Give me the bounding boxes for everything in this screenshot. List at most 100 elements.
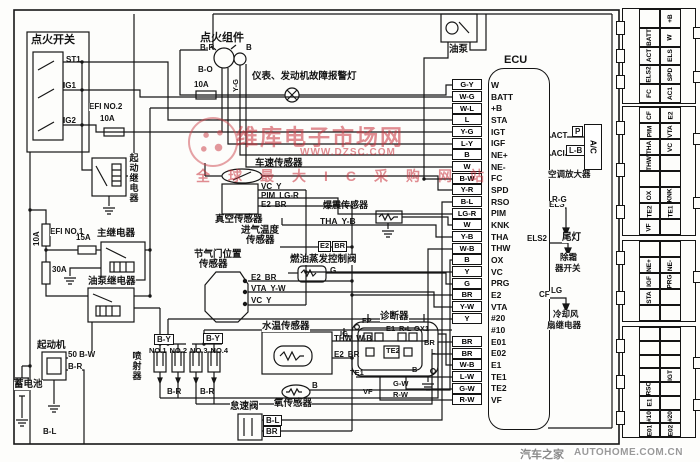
wire-br: BR	[332, 241, 348, 252]
ecu-pin-row: G PRG	[452, 277, 513, 289]
starter-wire-2: B-R	[68, 362, 83, 372]
connector-cell: E01	[639, 423, 660, 437]
ecu-pin-act: ACT	[551, 131, 568, 141]
wire-br: BR	[274, 200, 287, 209]
starter-relay-label: 起动继电器	[128, 153, 139, 203]
ecu-pin-name: RSO	[491, 196, 510, 207]
connector-cell: TE2	[639, 203, 660, 219]
wire-p: P	[572, 126, 584, 137]
ecu-pin-name: IGT	[491, 126, 506, 137]
ecu-pin-row: B-L RSO	[452, 196, 513, 208]
diag-rl: R-L	[399, 324, 412, 333]
connector-tab	[693, 357, 700, 369]
ecu-pin-name: OX	[491, 254, 504, 265]
diag-vf: VF	[363, 387, 373, 396]
connector-tooth	[616, 49, 625, 63]
diag-ig: IG	[340, 329, 348, 338]
fuel-pump-label: 油泵	[449, 44, 469, 55]
wire-color-label: Y-W	[452, 301, 482, 313]
connector-cell: ACT	[639, 46, 660, 66]
oxygen-sensor-label: 氧传感器	[274, 398, 313, 409]
connector-cell: STA	[639, 289, 660, 305]
injector-number: NO.2	[169, 346, 188, 355]
ecu-pin-row: L-Y IGF	[452, 137, 513, 149]
connector-cell: THA	[639, 139, 660, 155]
pin-e2: E2	[334, 350, 344, 359]
connector-cell	[639, 368, 660, 382]
ecu-pin-name: +B	[491, 103, 503, 114]
wire-color-label: W-L	[452, 102, 482, 114]
connector-tooth	[616, 21, 625, 35]
ecu-pin-row: BR E01	[452, 336, 513, 348]
pump-relay-label: 油泵继电器	[88, 276, 136, 287]
ecu-pin-row: W KNK	[452, 219, 513, 231]
tail-lamp-label: 尾灯	[562, 232, 582, 243]
terminal-st1: ST1	[66, 55, 81, 64]
ecu-pin-name: E1	[491, 359, 502, 370]
wire-br: BR	[347, 350, 360, 359]
connector-pin-label: #20	[666, 410, 674, 422]
diag-ox1: OX1	[414, 324, 430, 333]
ecu-pin-row: Y-B THA	[452, 231, 513, 243]
connector-tooth	[616, 375, 625, 389]
connector-cell: IGF	[639, 273, 660, 289]
defroster-label-2: 器开关	[555, 263, 581, 273]
wire-br: BR	[264, 273, 277, 282]
connector-cell	[660, 155, 681, 171]
wire-lgr: LG-R	[279, 191, 299, 200]
connector-cell	[639, 354, 660, 369]
connector-cell: THW	[639, 155, 660, 171]
connector-pin-label: +B	[667, 14, 674, 23]
speed-sensor-label: 车速传感器	[255, 158, 303, 169]
ecu-pin-row: L-W TE1	[452, 371, 513, 383]
vacuum-sensor-label: 真空传感器	[215, 214, 263, 225]
ecu-pin-name: KNK	[491, 219, 510, 230]
ecu-box	[488, 68, 550, 430]
wire-color-label: Y	[452, 266, 482, 278]
connector-cell: KNK	[660, 187, 681, 203]
ecu-pin-name: VF	[491, 394, 502, 405]
ecu-pin-row: Y-G IGT	[452, 126, 513, 138]
connector-pin-label: E1	[645, 398, 653, 407]
connector-cell: PRG	[660, 273, 681, 289]
ecu-pin-name: THA	[491, 231, 509, 242]
connector-cell	[660, 395, 681, 410]
connector-tab	[693, 399, 700, 411]
ecu-pin-name: #10	[491, 324, 506, 335]
connector-pin-label: NE+	[645, 258, 653, 272]
wire-lg: LG	[551, 286, 563, 296]
module-wire-br: B-R	[200, 43, 215, 52]
connector-cell: VTA	[660, 123, 681, 139]
connector-pin-label: PRG	[667, 273, 674, 289]
ecu-pin-name: PIM	[491, 208, 507, 219]
wire-color-label: B-L	[452, 196, 482, 208]
fuse-efi2-rating: 10A	[100, 114, 115, 124]
ecu-pin-aci: ACI	[551, 149, 565, 159]
wire-color-label: G	[452, 277, 482, 289]
ecu-pin-name: NE+	[491, 149, 508, 160]
connector-cell	[660, 354, 681, 369]
wire-color-label: BR	[452, 289, 482, 301]
ecu-pin-name: E01	[491, 336, 507, 347]
connector-cell	[639, 9, 660, 28]
ecu-pin-name: THW	[491, 243, 511, 254]
injector-wire-by-2: B-Y	[203, 333, 223, 344]
wire-yw: Y-W	[270, 284, 286, 293]
injector-wire-br-2: B-R	[200, 387, 215, 396]
connector-cell: PIM	[639, 123, 660, 139]
ecu-pin-name: TE2	[491, 383, 507, 394]
diag-rw: R-W	[393, 390, 408, 399]
injector-number: NO.1	[149, 346, 167, 355]
pin-vta: VTA	[251, 284, 267, 293]
connector-pin-label: OX	[646, 190, 653, 200]
wire-color-label: G-Y	[452, 79, 482, 91]
connector-cell: CF	[639, 107, 660, 123]
evap-valve-symbol	[297, 265, 327, 283]
connector-pin-label: KNK	[667, 187, 674, 203]
